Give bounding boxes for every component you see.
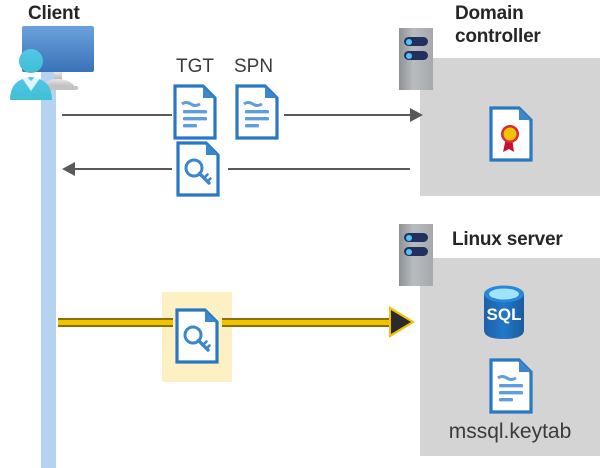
linux-server-rack-icon [399,224,433,286]
client-lifeline [41,70,56,468]
domain-controller-rack-icon [399,28,433,90]
key-document-icon [176,141,220,197]
tgt-label: TGT [176,56,214,77]
linux-server-title: Linux server [452,229,563,250]
service-ticket-arrowhead-inner [391,310,411,334]
service-ticket-arrow-segment-right [222,318,397,327]
rack-led-bottom [404,51,428,60]
keytab-document-icon [489,358,533,414]
reply-arrowhead [62,162,75,176]
client-title: Client [28,3,80,24]
reply-arrow-segment-left [75,168,172,170]
spn-label: SPN [234,56,274,77]
sql-database-label: SQL [487,305,522,324]
request-arrowhead [410,108,423,122]
service-ticket-key-document-icon [175,308,219,364]
domain-controller-title: Domain controller [455,3,541,47]
rack-led-top [404,233,428,242]
spn-document-icon [235,84,279,140]
keytab-filename-label: mssql.keytab [448,420,572,443]
tgt-document-icon [173,84,217,140]
rack-led-bottom [404,247,428,256]
certificate-document-icon [489,106,533,162]
rack-led-top [404,37,428,46]
request-arrow-segment-left [62,114,172,116]
user-icon [10,49,52,100]
reply-arrow-segment-right [228,168,410,170]
request-arrow-segment-right [284,114,410,116]
service-ticket-arrow-segment-left [58,318,173,327]
sql-database-icon: SQL [484,285,524,339]
